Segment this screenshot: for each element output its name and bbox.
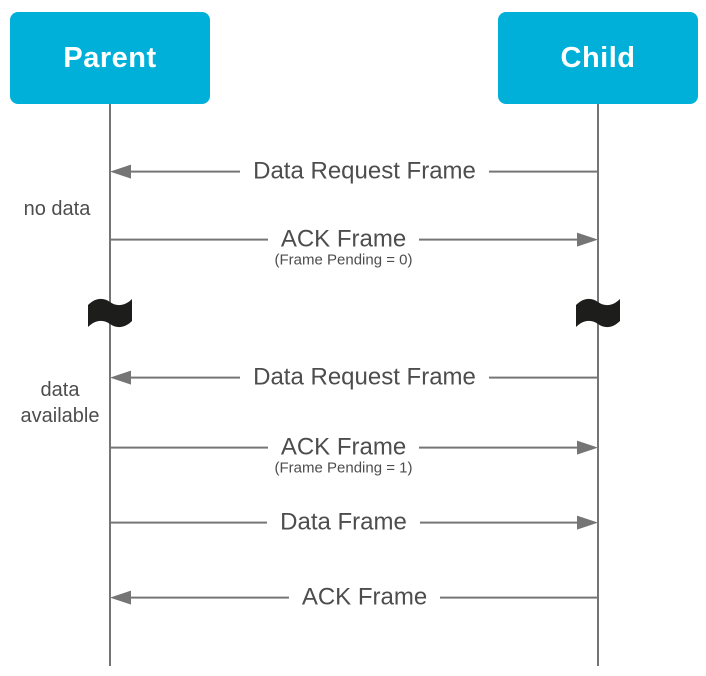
message-line [131, 376, 241, 379]
message-label: ACK Frame [280, 433, 407, 461]
message-line [110, 446, 268, 449]
arrowhead-left-icon [110, 590, 131, 605]
parent-lifeline [109, 104, 111, 666]
annotation-line: available [20, 405, 100, 427]
arrowhead-left-icon [110, 164, 131, 179]
message-line [419, 238, 578, 241]
arrowhead-right-icon [577, 440, 599, 455]
message-line [110, 238, 268, 241]
message-label: Data Frame [280, 508, 407, 536]
message-line [488, 376, 599, 379]
message-label: Data Request Frame [253, 157, 476, 185]
arrowhead-right-icon [577, 232, 599, 247]
flag-icon [87, 296, 133, 330]
arrowhead-right-icon [577, 515, 599, 530]
message-label: ACK Frame [301, 583, 428, 611]
annotation-no-data: no data [2, 196, 112, 222]
message-label-group: ACK Frame (Frame Pending = 0) [268, 225, 419, 269]
message-label-group: Data Frame [267, 509, 420, 538]
message-sublabel: (Frame Pending = 0) [274, 251, 413, 269]
message-line [131, 170, 241, 173]
arrowhead-left-icon [110, 370, 131, 385]
message-label-group: ACK Frame [289, 584, 440, 613]
message-ack-frame-final: ACK Frame [110, 584, 599, 613]
message-label-group: ACK Frame (Frame Pending = 1) [268, 433, 419, 477]
annotation-data-available: data available [5, 377, 115, 429]
message-label-group: Data Request Frame [240, 158, 489, 187]
message-line [419, 446, 578, 449]
actor-box-child: Child [498, 12, 698, 104]
annotation-line: no data [23, 198, 91, 220]
message-line [131, 596, 289, 599]
message-data-frame: Data Frame [110, 509, 599, 538]
annotation-line: data [40, 379, 80, 401]
actor-parent-label: Parent [63, 41, 157, 74]
message-line [419, 521, 578, 524]
message-data-request-frame-2: Data Request Frame [110, 364, 599, 393]
message-line [488, 170, 599, 173]
message-label: ACK Frame [280, 225, 407, 253]
message-data-request-frame-1: Data Request Frame [110, 158, 599, 187]
message-ack-frame-pending-0: ACK Frame (Frame Pending = 0) [110, 225, 599, 269]
message-label: Data Request Frame [253, 363, 476, 391]
actor-box-parent: Parent [10, 12, 210, 104]
actor-child-label: Child [560, 41, 636, 74]
child-lifeline [597, 104, 599, 666]
message-line [110, 521, 268, 524]
message-label-group: Data Request Frame [240, 364, 489, 393]
message-ack-frame-pending-1: ACK Frame (Frame Pending = 1) [110, 433, 599, 477]
message-line [440, 596, 599, 599]
message-sublabel: (Frame Pending = 1) [274, 459, 413, 477]
flag-icon [575, 296, 621, 330]
